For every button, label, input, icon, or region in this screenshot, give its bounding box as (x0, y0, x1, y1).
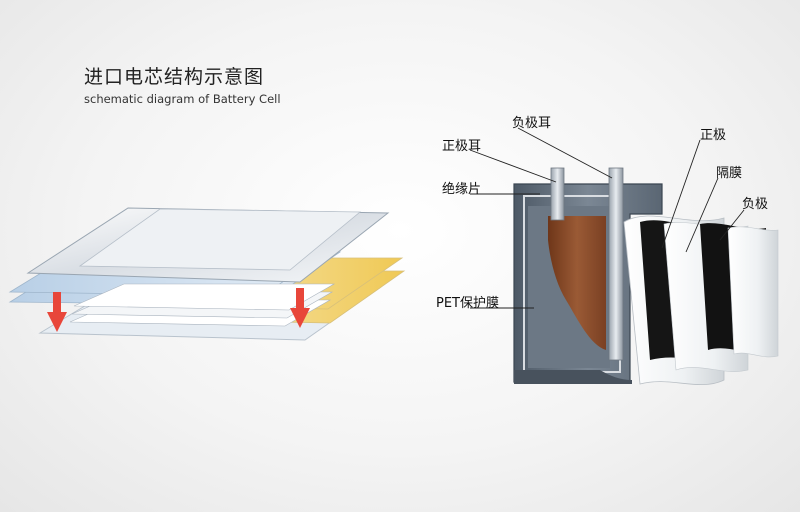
leader-negative-electrode (719, 209, 745, 241)
label-positive-electrode: 正极 (700, 128, 727, 143)
leader-lines (469, 127, 745, 309)
cutaway-cell-illustration (513, 167, 779, 386)
label-separator: 隔膜 (716, 166, 743, 181)
arrow-down-icon (47, 292, 67, 332)
negative-tab (608, 167, 624, 361)
diagram-subtitle: schematic diagram of Battery Cell (84, 92, 281, 106)
diagram-title: 进口电芯结构示意图 (84, 66, 265, 88)
stacked-cell-illustration (8, 207, 406, 341)
positive-tab (550, 167, 565, 221)
leader-positive-electrode (661, 139, 701, 249)
label-negative-electrode: 负极 (742, 197, 769, 212)
cathode-layer (548, 216, 606, 350)
arrow-down-icon (290, 288, 310, 328)
label-insulation-sheet: 绝缘片 (442, 182, 482, 197)
leader-negative-tab (517, 127, 613, 179)
label-positive-tab: 正极耳 (442, 139, 482, 154)
label-pet-film: PET保护膜 (436, 296, 499, 311)
label-negative-tab: 负极耳 (512, 116, 552, 131)
leader-positive-tab (469, 149, 557, 183)
leader-separator (685, 177, 719, 253)
